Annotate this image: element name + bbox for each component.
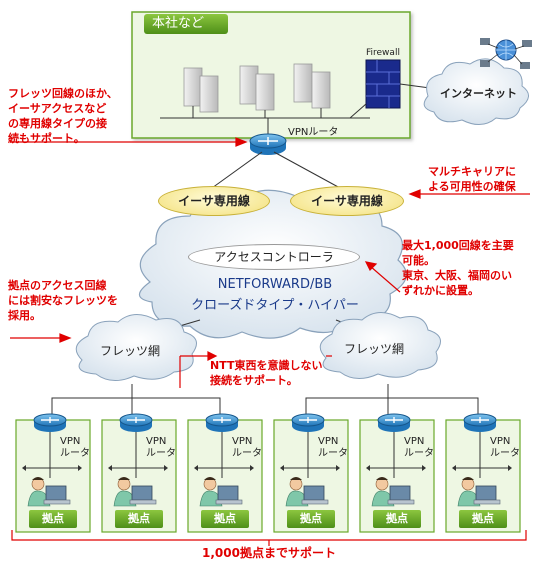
branch-panel [101,419,177,533]
annotation-arrows [10,137,530,546]
user-laptop-icon [199,477,243,507]
internet-label: インターネット [440,87,517,100]
firewall-icon [365,59,401,109]
ether-line-left: イーサ専用線 [158,186,270,216]
cloud-title-2: クローズドタイプ・ハイパー [191,298,359,313]
branch-router-icon [377,413,411,432]
branch-label: 拠点 [201,510,249,528]
branch-label: 拠点 [373,510,421,528]
user-laptop-icon [457,477,501,507]
flets-cloud-right [319,312,441,379]
note-right-top: マルチキャリアによる可用性の確保 [428,165,516,193]
branch-router-icon [33,413,67,432]
branch-label: 拠点 [115,510,163,528]
branch-router-icon [119,413,153,432]
note-right-mid: 最大1,000回線を主要可能。東京、大阪、福岡のいずれかに設置。 [402,239,514,297]
note-left-top: フレッツ回線のほか、イーサアクセスなどの専用線タイプの接続もサポート。 [8,87,118,145]
globe-icon [480,38,532,69]
hq-router-label: VPNルータ [288,127,339,138]
user-laptop-icon [285,477,329,507]
user-laptop-icon [113,477,157,507]
ether-line-right: イーサ専用線 [290,186,404,216]
branch-label: 拠点 [287,510,335,528]
hq-label: 本社など [144,14,228,34]
branch-router-icon [205,413,239,432]
flets-left-label: フレッツ網 [100,344,161,358]
firewall-label: Firewall [366,48,400,58]
hq-router-icon [249,133,287,155]
center-double-arrow [179,351,332,388]
access-controller: アクセスコントローラ [188,244,360,270]
user-laptop-icon [27,477,71,507]
branch-label: 拠点 [459,510,507,528]
note-center: NTT東西を意識しない接続をサポート。 [210,359,323,387]
cloud-title-1: NETFORWARD/BB [217,277,333,292]
flets-right-label: フレッツ網 [344,342,405,356]
note-bottom: 1,000拠点までサポート [202,546,336,560]
user-laptop-icon [371,477,415,507]
internet-cloud-icon [423,58,529,125]
branch-router-icon [463,413,497,432]
branch-label: 拠点 [29,510,77,528]
flets-cloud-left [75,314,197,381]
server-group-icon [183,63,331,113]
note-left-mid: 拠点のアクセス回線には割安なフレッツを採用。 [8,279,118,322]
branch-router-icon [291,413,325,432]
